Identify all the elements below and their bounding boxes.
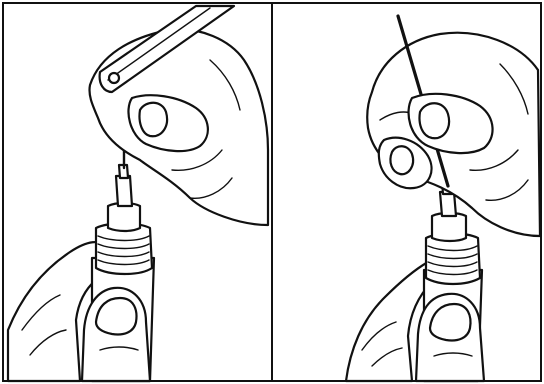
right-panel	[346, 16, 540, 381]
left-panel	[8, 6, 268, 381]
right-thumb-icon	[416, 294, 484, 381]
left-thumb-icon	[82, 288, 150, 381]
